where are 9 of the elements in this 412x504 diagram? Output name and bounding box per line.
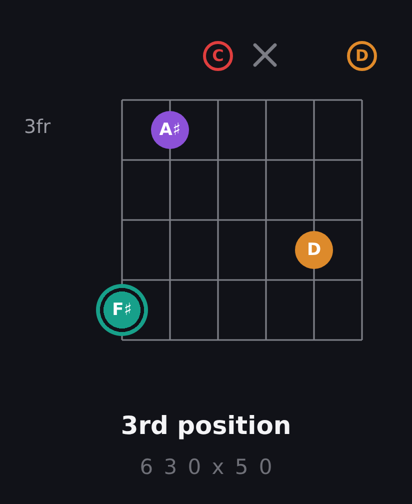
open-string-marker: C [203,41,233,71]
open-string-marker: D [347,41,377,71]
fret-number-label: 3fr [24,117,51,139]
fingering-caption: 6 3 0 x 5 0 [140,455,274,480]
chord-title: 3rd position [120,412,292,441]
finger-dot: D [295,231,333,269]
finger-dot: A♯ [151,111,189,149]
root-note-dot: F♯ [96,284,148,336]
muted-string-icon [253,43,277,67]
